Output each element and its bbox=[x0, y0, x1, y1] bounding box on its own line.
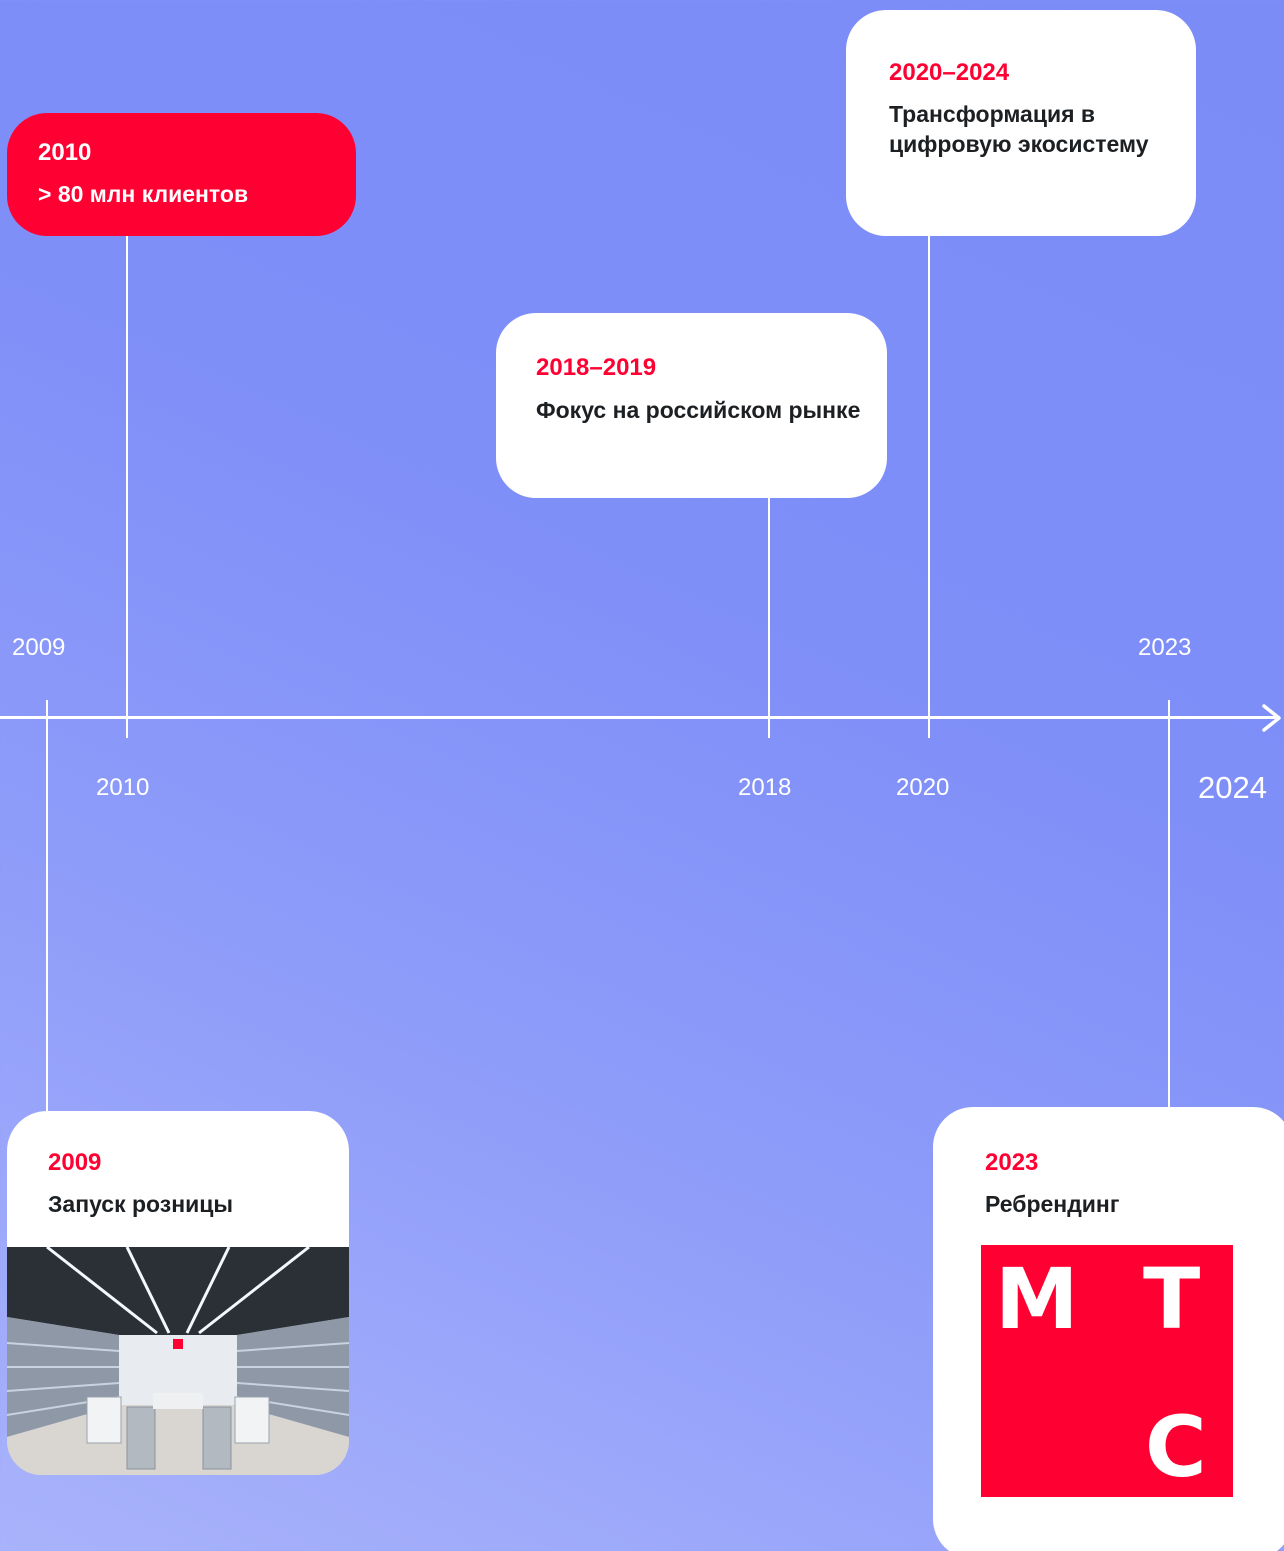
timeline-axis bbox=[0, 716, 1279, 719]
event-card-2020: 2020–2024 Трансформация в цифровую экоси… bbox=[846, 10, 1196, 236]
year-label-2009: 2009 bbox=[12, 634, 66, 661]
year-label-2018: 2018 bbox=[738, 774, 792, 801]
store-interior-image bbox=[7, 1247, 349, 1475]
event-card-2018: 2018–2019 Фокус на российском рынке bbox=[496, 313, 887, 498]
event-period: 2023 bbox=[985, 1149, 1039, 1176]
event-period: 2009 bbox=[48, 1149, 102, 1176]
mts-logo-letter-t: Т bbox=[1143, 1250, 1201, 1348]
event-period: 2018–2019 bbox=[536, 354, 657, 381]
connector-2010 bbox=[126, 236, 128, 738]
event-period: 2020–2024 bbox=[889, 59, 1010, 86]
mts-logo: М Т С bbox=[981, 1245, 1233, 1497]
event-description: Фокус на российском рынке bbox=[536, 397, 861, 423]
event-description: Запуск розницы bbox=[48, 1191, 234, 1217]
connector-2009 bbox=[46, 700, 48, 1112]
connector-2018 bbox=[768, 498, 770, 738]
year-label-2023: 2023 bbox=[1138, 634, 1192, 661]
year-label-2020: 2020 bbox=[896, 774, 950, 801]
event-period: 2010 bbox=[38, 139, 92, 166]
arrow-right-icon bbox=[1262, 704, 1281, 732]
event-description: > 80 млн клиентов bbox=[38, 181, 249, 207]
connector-2020 bbox=[928, 236, 930, 738]
mts-logo-letter-m: М bbox=[995, 1250, 1079, 1348]
mts-logo-letter-s: С bbox=[1145, 1398, 1207, 1496]
connector-2023 bbox=[1168, 700, 1170, 1108]
event-description: Трансформация в цифровую экосистему bbox=[889, 101, 1149, 157]
year-label-2024: 2024 bbox=[1198, 770, 1267, 805]
year-label-2010: 2010 bbox=[96, 774, 150, 801]
event-card-2010: 2010 > 80 млн клиентов bbox=[7, 113, 356, 236]
event-description: Ребрендинг bbox=[985, 1191, 1120, 1217]
